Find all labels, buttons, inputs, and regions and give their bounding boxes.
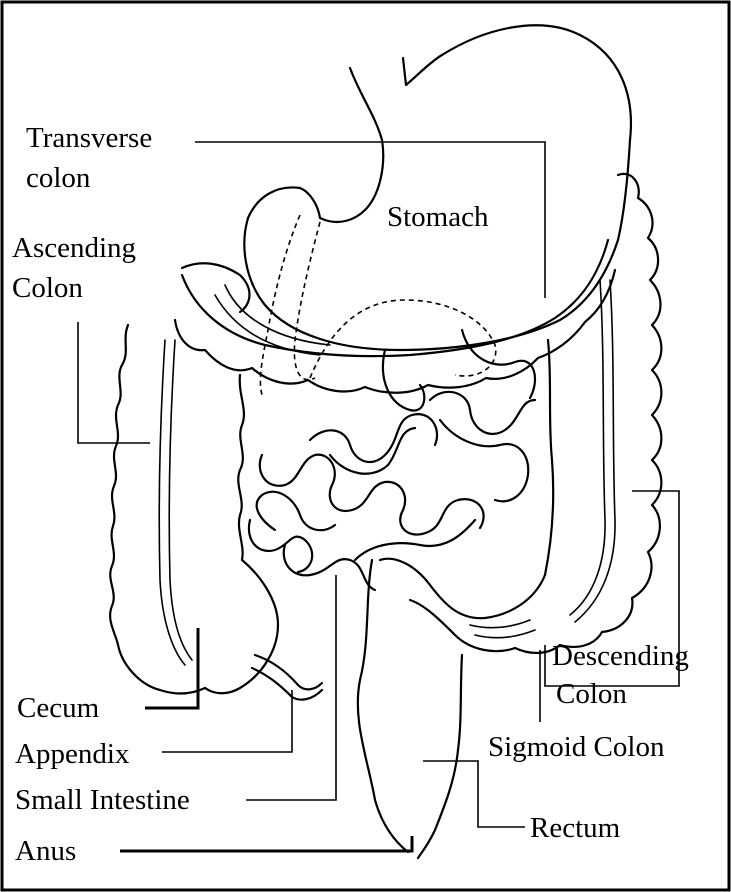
descending-colon-shape (515, 174, 661, 653)
label-ascending-colon-line2: Colon (12, 272, 136, 304)
label-anus: Anus (15, 835, 76, 867)
cecum-appendix-shape (205, 560, 322, 700)
label-small-intestine: Small Intestine (15, 784, 190, 816)
label-cecum: Cecum (17, 692, 99, 724)
label-appendix: Appendix (15, 738, 129, 770)
label-transverse-colon: Transverse colon (26, 122, 152, 194)
label-ascending-colon: Ascending Colon (12, 232, 136, 304)
label-descending-colon-line1: Descending (552, 640, 689, 672)
label-descending-colon: Descending Colon (552, 640, 689, 710)
label-transverse-colon-line1: Transverse (26, 122, 152, 154)
label-ascending-colon-line1: Ascending (12, 232, 136, 264)
label-descending-colon-line2: Colon (552, 678, 689, 710)
small-intestine-shape (249, 330, 535, 590)
ascending-colon-shape (110, 325, 244, 694)
label-transverse-colon-line2: colon (26, 162, 152, 194)
label-stomach: Stomach (387, 201, 489, 233)
label-sigmoid-colon: Sigmoid Colon (488, 731, 664, 763)
label-rectum: Rectum (530, 812, 620, 844)
sigmoid-rectum-shape (358, 559, 545, 858)
